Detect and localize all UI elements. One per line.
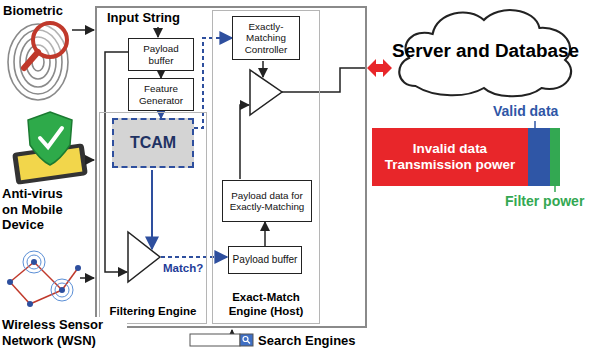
node-text: Payload buffer (131, 43, 191, 66)
icon-label: Anti-virus on Mobile Device (2, 186, 82, 233)
node-text: Invalid data Transmission power (374, 141, 526, 173)
engine-region: Filtering EngineTCAM (99, 112, 207, 324)
server-cloud: Server and Database (392, 2, 579, 100)
node-text: Feature Generator (131, 83, 191, 106)
tcam-box: TCAM (112, 118, 194, 168)
power-bar: Invalid data Transmission power (372, 128, 528, 186)
fingerprint-icon (8, 24, 68, 100)
wire (282, 68, 365, 92)
wire (151, 170, 153, 249)
node-text: Server and Database (392, 40, 579, 63)
signal-label: Match? (163, 262, 213, 276)
icon-label: Search Engines (258, 333, 378, 349)
flow-arrow (264, 222, 266, 246)
process-box: Payload buffer (128, 38, 194, 71)
process-box: Payload data for Exactly-Matching (222, 180, 312, 222)
signal-arrow (194, 38, 232, 128)
engine-housing: Input StringFiltering EngineTCAM Payload … (95, 6, 367, 328)
node-text: Input String (107, 10, 180, 25)
node-text: Exactly-Matching Controller (235, 21, 297, 55)
process-box: Feature Generator (128, 78, 194, 111)
node-text: Payload data for Exactly-Matching (225, 190, 309, 213)
icon-label: Wireless Sensor Network (WSN) (2, 317, 127, 348)
node-text: Payload buffer (233, 254, 298, 266)
comparator-symbol (250, 70, 282, 115)
search-bar-icon (190, 334, 253, 346)
process-box: Exactly-Matching Controller (232, 16, 300, 60)
flow-arrow (160, 71, 162, 78)
comparator-symbol (128, 232, 160, 282)
node-text: TCAM (130, 134, 176, 152)
antivirus-icon (12, 112, 88, 185)
wsn-icon (7, 251, 81, 307)
match-wire (161, 256, 227, 258)
node-text: Exact-Match Engine (Host) (213, 291, 319, 319)
filter-power-segment (550, 128, 560, 186)
process-box: Payload buffer (228, 246, 302, 274)
wire (240, 105, 249, 179)
wire (262, 61, 264, 77)
magnifier-icon (24, 23, 67, 68)
double-arrow (367, 59, 392, 77)
leader-line (554, 186, 556, 192)
bar-label: Filter power (505, 193, 593, 210)
icon-label: Biometric (3, 3, 93, 19)
bar-label: Valid data (493, 103, 583, 120)
leader-line (534, 121, 536, 128)
engine-region: Exact-Match Engine (Host) Exactly-Matchin… (212, 10, 320, 324)
